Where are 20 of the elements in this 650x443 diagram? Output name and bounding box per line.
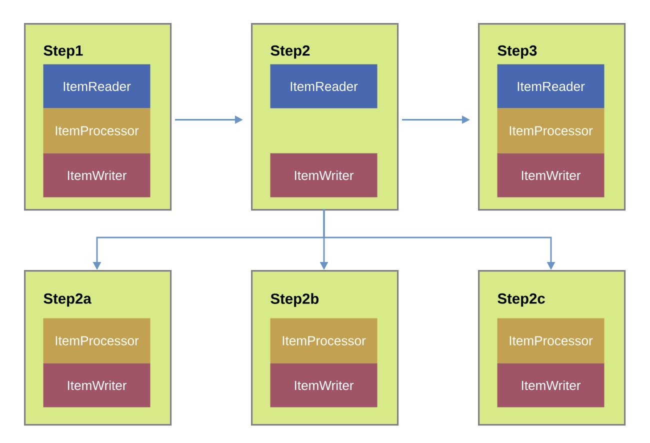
writer-box: ItemWriter [43, 153, 150, 198]
step-title: Step2a [44, 293, 92, 307]
writer-box: ItemWriter [270, 153, 378, 198]
step-title: Step2c [498, 293, 545, 307]
reader-box: ItemReader [43, 64, 150, 108]
step-title: Step2 [270, 45, 310, 59]
processor-box: ItemProcessor [43, 108, 150, 154]
processor-box: ItemProcessor [497, 108, 604, 154]
writer-box: ItemWriter [497, 363, 604, 408]
processor-box: ItemProcessor [43, 318, 150, 364]
step-title: Step1 [44, 45, 83, 59]
step-title: Step2b [270, 293, 319, 307]
processor-box: ItemProcessor [497, 318, 604, 364]
writer-box: ItemWriter [43, 363, 150, 408]
processor-box: ItemProcessor [270, 318, 378, 364]
reader-box: ItemReader [497, 64, 604, 108]
step-title: Step3 [498, 45, 537, 59]
reader-box: ItemReader [270, 64, 378, 108]
writer-box: ItemWriter [497, 153, 604, 198]
writer-box: ItemWriter [270, 363, 378, 408]
